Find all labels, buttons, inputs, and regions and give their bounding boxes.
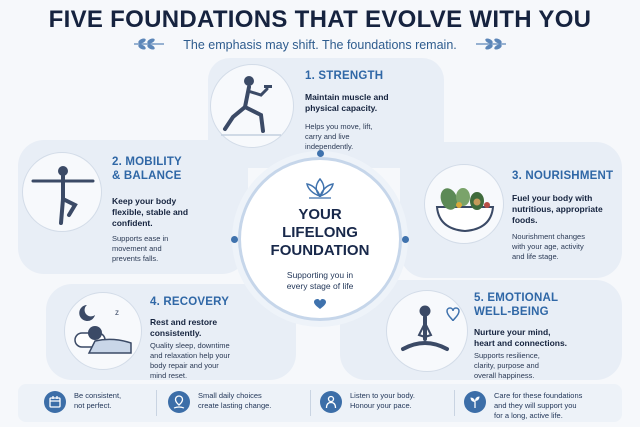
mobility-text-1: Supports ease in	[112, 234, 169, 243]
emotional-bold-2: heart and connections.	[474, 338, 568, 348]
recovery-text-1: Quality sleep, downtime	[150, 341, 230, 350]
nourishment-heading: 3. NOURISHMENT	[512, 170, 614, 182]
mobility-illustration	[22, 152, 102, 232]
center-sub-2: every stage of life	[286, 281, 354, 291]
nourishment-bold-1: Fuel your body with	[512, 193, 593, 203]
strength-text-3: independently.	[305, 142, 354, 151]
center-title-1: YOUR	[298, 206, 342, 223]
mobility-bold-2: flexible, stable and	[112, 207, 189, 217]
footer-line: Listen to your body.	[350, 391, 415, 400]
path-pin-icon	[168, 391, 190, 413]
person-icon	[320, 391, 342, 413]
mobility-bold-3: confident.	[112, 218, 153, 228]
mobility-heading-1: 2. MOBILITY	[112, 156, 182, 168]
footer-line: Small daily choices	[198, 391, 262, 400]
footer-divider	[454, 390, 455, 416]
footer-line: Care for these foundations	[494, 391, 583, 400]
ring-dot-left	[231, 236, 238, 243]
center-ring	[238, 157, 402, 321]
mobility-heading-2: & BALANCE	[112, 170, 182, 182]
footer-item-care: Care for these foundations and they will…	[464, 384, 616, 422]
emotional-heading-1: 5. EMOTIONAL	[474, 292, 559, 304]
right-laurel-icon	[476, 38, 506, 50]
strength-text-1: Helps you move, lift,	[305, 122, 373, 131]
recovery-text-2: and relaxation help your	[150, 351, 231, 360]
footer-text: Care for these foundations and they will…	[494, 391, 618, 421]
strength-bold-2: physical capacity.	[305, 103, 378, 113]
sprout-icon	[464, 391, 486, 413]
nourishment-text-3: and life stage.	[512, 252, 559, 261]
emotional-text-1: Supports resilience,	[474, 351, 540, 360]
emotional-text-2: clarity, purpose and	[474, 361, 539, 370]
sleeping-figure-icon: z	[74, 305, 132, 354]
footer-line: Honour your pace.	[350, 401, 412, 411]
recovery-heading: 4. RECOVERY	[150, 296, 230, 308]
svg-text:z: z	[115, 308, 119, 317]
footer-line: not perfect.	[74, 401, 112, 411]
nourishment-text-1: Nourishment changes	[512, 232, 585, 241]
recovery-bold-1: Rest and restore	[150, 317, 218, 327]
lotus-icon	[306, 177, 334, 199]
emotional-heading-2: WELL-BEING	[474, 306, 549, 318]
footer-line: Be consistent,	[74, 391, 122, 400]
recovery-bold-2: consistently.	[150, 328, 202, 338]
food-bowl-icon	[435, 188, 495, 233]
footer-item-choices: Small daily choices create lasting chang…	[168, 384, 308, 422]
nourishment-bold-2: nutritious, appropriate	[512, 204, 603, 214]
nourishment-text-2: with your age, activity	[512, 242, 584, 251]
nourishment-illustration	[424, 164, 504, 244]
ring-dot-right	[402, 236, 409, 243]
recovery-text-3: body repair and your	[150, 361, 219, 370]
left-laurel-icon	[134, 38, 164, 50]
footer-text: Be consistent, not perfect.	[74, 391, 194, 411]
nourishment-bold-3: foods.	[512, 215, 538, 225]
lunge-figure-icon	[221, 76, 281, 136]
footer-divider	[156, 390, 157, 416]
balance-figure-icon	[31, 166, 95, 225]
footer-line: create lasting change.	[198, 401, 272, 411]
footer-item-listen: Listen to your body. Honour your pace.	[320, 384, 460, 422]
strength-heading: 1. STRENGTH	[305, 70, 384, 82]
footer-text: Small daily choices create lasting chang…	[198, 391, 318, 411]
calendar-icon	[44, 391, 66, 413]
footer-item-consistent: Be consistent, not perfect.	[44, 384, 164, 422]
center-title-3: FOUNDATION	[270, 242, 370, 259]
emotional-illustration	[386, 290, 468, 372]
ring-dot-top	[317, 150, 324, 157]
emotional-text-3: overall happiness.	[474, 371, 535, 380]
footer-line: for a long, active life.	[494, 411, 563, 421]
page-title: FIVE FOUNDATIONS THAT EVOLVE WITH YOU	[48, 6, 592, 33]
footer-line: and they will support you	[494, 401, 577, 411]
strength-text-2: carry and live	[305, 132, 350, 141]
center-sub-1: Supporting you in	[286, 270, 354, 280]
recovery-illustration: z	[64, 292, 142, 370]
footer-divider	[310, 390, 311, 416]
meditating-figure-icon	[401, 305, 460, 351]
page-subtitle: The emphasis may shift. The foundations …	[183, 38, 457, 52]
footer-text: Listen to your body. Honour your pace.	[350, 391, 470, 411]
mobility-text-3: prevents falls.	[112, 254, 159, 263]
recovery-text-4: mind reset.	[150, 371, 188, 380]
emotional-bold-1: Nurture your mind,	[474, 327, 551, 337]
strength-illustration	[210, 64, 294, 148]
center-title-2: LIFELONG	[282, 224, 358, 241]
heart-icon	[314, 299, 326, 309]
mobility-text-2: movement and	[112, 244, 162, 253]
mobility-bold-1: Keep your body	[112, 196, 177, 206]
strength-bold-1: Maintain muscle and	[305, 92, 389, 102]
